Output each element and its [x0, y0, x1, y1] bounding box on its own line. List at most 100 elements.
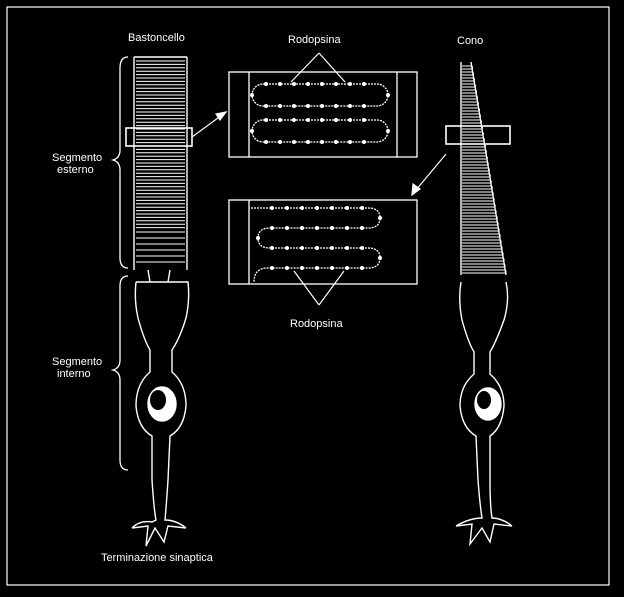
rhodopsin-molecule — [285, 206, 289, 210]
rhodopsin-molecule — [348, 82, 352, 86]
rhodopsin-molecule — [306, 82, 310, 86]
cone-disc — [462, 83, 477, 88]
cone-disc — [462, 239, 502, 244]
rhodopsin-molecule — [360, 206, 364, 210]
rhodopsin-label-top: Rodopsina — [288, 34, 341, 46]
rod-outer-segment-outline — [133, 56, 188, 270]
inner-segment-label-line2: interno — [57, 368, 91, 380]
cone-disc — [462, 71, 475, 76]
rod-disc-upper — [251, 83, 389, 107]
rhodopsin-molecule — [386, 93, 390, 97]
rhodopsin-molecule — [278, 140, 282, 144]
rod-sample-box — [125, 127, 193, 147]
cone-disc-stack — [462, 65, 507, 274]
cone-disc — [462, 149, 487, 154]
rod-lower-lamellae — [136, 231, 185, 263]
cone-disc — [462, 101, 480, 106]
rhodopsin-molecule — [362, 118, 366, 122]
cone-disc — [462, 65, 474, 70]
rod-synaptic-terminal — [131, 525, 187, 547]
rhodopsin-molecule — [320, 140, 324, 144]
cone-disc — [462, 107, 481, 112]
rhodopsin-molecule — [306, 118, 310, 122]
cone-inner-segment — [455, 281, 513, 527]
rhodopsin-molecule — [315, 266, 319, 270]
rhodopsin-molecule — [270, 206, 274, 210]
cone-disc — [462, 209, 497, 214]
cone-to-detail-arrowhead — [411, 182, 422, 197]
cone-disc — [462, 113, 481, 118]
rhodopsin-molecule — [270, 266, 274, 270]
cone-disc — [462, 77, 476, 82]
rhodopsin-molecule — [285, 246, 289, 250]
rhodopsin-molecule — [320, 104, 324, 108]
rhodopsin-molecule — [306, 140, 310, 144]
cone-disc — [462, 131, 484, 136]
pointer-lines — [191, 52, 447, 306]
cone-disc — [462, 191, 494, 196]
rhodopsin-molecule — [300, 266, 304, 270]
cone-disc — [462, 215, 498, 220]
cone-disc — [462, 137, 485, 142]
rhodopsin-molecule — [362, 82, 366, 86]
cone-synaptic-terminal — [455, 523, 513, 547]
synaptic-terminal-label: Terminazione sinaptica — [101, 552, 213, 564]
rhodopsin-molecule — [330, 246, 334, 250]
rhodopsin-molecule — [315, 226, 319, 230]
rhodopsin-molecule — [292, 118, 296, 122]
rod-to-detail-arrowhead — [215, 111, 228, 122]
cone-disc — [462, 155, 488, 160]
rod-inner-segment — [131, 281, 190, 529]
rod-rhodopsin-molecules — [250, 82, 390, 144]
rhodopsin-molecule — [270, 226, 274, 230]
rhodopsin-molecule — [334, 140, 338, 144]
rhodopsin-top-pointer-right — [318, 52, 346, 83]
cone-disc — [462, 227, 500, 232]
cone-disc — [462, 245, 503, 250]
outer-segment-label-line1: Segmento — [52, 152, 103, 164]
rod-title: Bastoncello — [128, 32, 185, 44]
rhodopsin-molecule — [306, 104, 310, 108]
rhodopsin-molecule — [345, 246, 349, 250]
cone-disc — [462, 167, 490, 172]
rhodopsin-molecule — [345, 226, 349, 230]
cone-disc — [462, 119, 482, 124]
cone-disc — [462, 269, 507, 274]
rod-cell — [125, 56, 193, 547]
rhodopsin-molecule — [315, 206, 319, 210]
cone-disc — [462, 95, 479, 100]
cone-sample-box — [445, 125, 511, 145]
rhodopsin-molecule — [264, 140, 268, 144]
rhodopsin-molecule — [345, 266, 349, 270]
rhodopsin-molecule — [330, 206, 334, 210]
rhodopsin-molecule — [362, 140, 366, 144]
rhodopsin-molecule — [278, 104, 282, 108]
rhodopsin-molecule — [386, 129, 390, 133]
rhodopsin-molecule — [264, 82, 268, 86]
rhodopsin-molecule — [362, 104, 366, 108]
cone-disc — [462, 179, 492, 184]
rhodopsin-bottom-pointer-right — [318, 270, 345, 306]
rhodopsin-molecule — [292, 104, 296, 108]
cone-disc — [462, 197, 495, 202]
inner-segment-bracket — [110, 275, 129, 471]
cone-disc — [462, 185, 493, 190]
rhodopsin-molecule — [360, 226, 364, 230]
rhodopsin-molecule — [348, 140, 352, 144]
rod-nucleus-highlight — [150, 390, 166, 410]
rhodopsin-molecule — [348, 104, 352, 108]
rhodopsin-molecule — [300, 226, 304, 230]
cone-detail-box — [228, 199, 418, 285]
cone-folded-membrane — [251, 207, 381, 283]
rod-detail-frame — [228, 71, 418, 158]
outer-segment-label-line2: esterno — [57, 164, 94, 176]
cone-to-detail-arrow-line — [415, 153, 447, 191]
rhodopsin-molecule — [320, 82, 324, 86]
rhodopsin-molecule — [250, 93, 254, 97]
rhodopsin-molecule — [345, 206, 349, 210]
rhodopsin-molecule — [334, 118, 338, 122]
outer-segment-bracket — [110, 56, 129, 269]
cone-nucleus-highlight — [477, 391, 491, 409]
